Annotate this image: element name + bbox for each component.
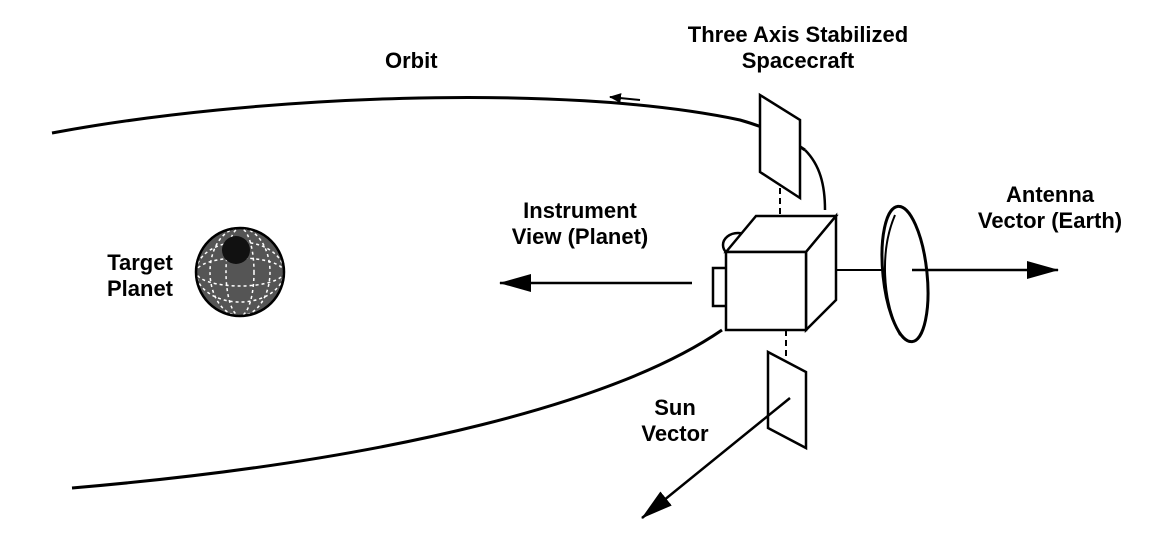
target-planet-label-line-1: Target — [107, 250, 173, 275]
instrument-view-label: Instrument View (Planet) — [480, 198, 680, 250]
upper-solar-panel — [758, 92, 802, 232]
spacecraft-label: Three Axis Stabilized Spacecraft — [648, 22, 948, 74]
instrument-view-label-line-2: View (Planet) — [511, 224, 649, 249]
target-planet-label-line-2: Planet — [106, 276, 174, 301]
antenna-vector-label: Antenna Vector (Earth) — [945, 182, 1155, 234]
antenna-dish — [880, 204, 930, 344]
spacecraft-label-line-2: Spacecraft — [741, 48, 855, 73]
orbit-label: Orbit — [385, 48, 438, 74]
instrument-view-label-line-1: Instrument — [523, 198, 637, 223]
orbit-text: Orbit — [385, 48, 438, 73]
lower-solar-panel — [766, 330, 808, 451]
antenna-vector-label-line-2: Vector (Earth) — [977, 208, 1123, 233]
target-planet-globe — [194, 226, 286, 318]
sun-vector-label-line-2: Vector — [641, 421, 709, 446]
orbit-path-lower — [71, 328, 723, 490]
sun-vector-label-line-1: Sun — [654, 395, 696, 420]
orbit-direction-arrow — [609, 93, 641, 104]
target-planet-label: Target Planet — [80, 250, 200, 302]
sun-vector-arrow — [641, 397, 791, 519]
spacecraft-body — [711, 212, 839, 334]
sun-vector-label: Sun Vector — [625, 395, 725, 447]
orbit-path-upper — [51, 95, 806, 152]
orbit-path-upper-right — [804, 149, 827, 211]
antenna-vector-label-line-1: Antenna — [1006, 182, 1094, 207]
spacecraft-label-line-1: Three Axis Stabilized — [687, 22, 909, 47]
